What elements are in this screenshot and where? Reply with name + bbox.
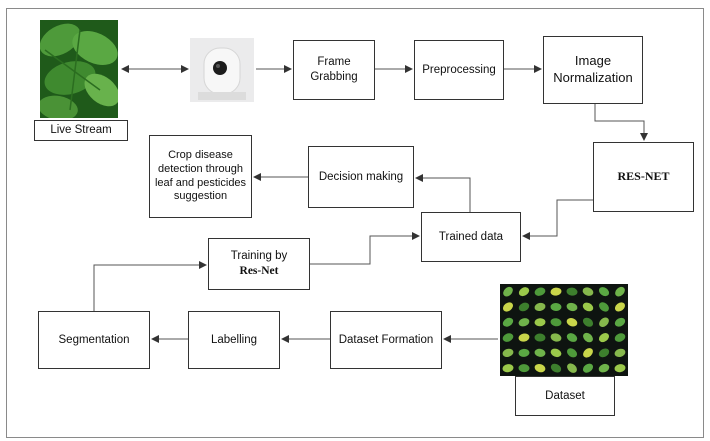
res-net-label: RES-NET bbox=[617, 169, 670, 184]
leaf-tile bbox=[566, 287, 578, 296]
leaf-tile bbox=[518, 302, 530, 312]
leaf-tile bbox=[503, 286, 513, 297]
leaf-tile bbox=[599, 317, 609, 328]
diagram-frame bbox=[6, 8, 704, 438]
leaf-tile bbox=[502, 333, 514, 342]
leaf-tile bbox=[518, 364, 530, 373]
leaf-tile bbox=[534, 287, 546, 296]
dataset-label: Dataset bbox=[545, 389, 585, 402]
labelling-label: Labelling bbox=[210, 333, 258, 346]
leaf-tile bbox=[582, 287, 594, 296]
leaf-tile bbox=[583, 332, 593, 343]
trained-data-box: Trained data bbox=[421, 212, 521, 262]
leaf-tile bbox=[550, 302, 562, 311]
leaf-tile bbox=[502, 364, 514, 373]
leaf-tile bbox=[582, 302, 594, 312]
leaf-tile bbox=[614, 364, 626, 373]
leaf-tile bbox=[582, 317, 594, 327]
labelling-box: Labelling bbox=[188, 311, 280, 369]
image-normalization-box: Image Normalization bbox=[543, 36, 643, 104]
preprocessing-label: Preprocessing bbox=[422, 63, 496, 76]
leaf-tile bbox=[598, 287, 610, 297]
segmentation-box: Segmentation bbox=[38, 311, 150, 369]
leaf-tile bbox=[566, 302, 578, 312]
leaf-tile bbox=[534, 364, 546, 373]
dataset-formation-label: Dataset Formation bbox=[338, 333, 434, 346]
live-stream-box: Live Stream bbox=[34, 120, 128, 141]
leaf-tile bbox=[614, 348, 626, 357]
image-normalization-label: Image Normalization bbox=[553, 53, 633, 85]
leaf-tile bbox=[566, 348, 578, 358]
segmentation-label: Segmentation bbox=[58, 333, 130, 346]
leaf-tile bbox=[534, 302, 546, 312]
decision-making-label: Decision making bbox=[318, 170, 404, 183]
leaf-tile bbox=[502, 348, 514, 357]
leaf-tile bbox=[614, 302, 626, 312]
leaf-tile bbox=[502, 317, 514, 327]
dataset-grid-image bbox=[500, 284, 628, 376]
leaf-tile bbox=[518, 287, 530, 297]
leaf-tile bbox=[503, 302, 513, 312]
leaf-image bbox=[40, 20, 118, 118]
leaf-tile bbox=[534, 318, 546, 327]
training-box: Training by Res-Net bbox=[208, 238, 310, 290]
leaf-tile bbox=[550, 318, 562, 327]
leaf-tile bbox=[550, 348, 562, 358]
leaf-tile bbox=[598, 332, 610, 343]
leaf-tile bbox=[550, 287, 562, 296]
camera-image bbox=[190, 38, 254, 102]
frame-grabbing-label: Frame Grabbing bbox=[310, 56, 358, 83]
leaf-tile bbox=[518, 333, 530, 342]
dataset-formation-box: Dataset Formation bbox=[330, 311, 442, 369]
leaf-tile bbox=[583, 348, 593, 358]
decision-making-box: Decision making bbox=[308, 146, 414, 208]
dataset-box: Dataset bbox=[515, 376, 615, 416]
crop-disease-box: Crop disease detection through leaf and … bbox=[149, 135, 252, 218]
training-res-net-label: Res-Net bbox=[239, 265, 279, 277]
leaf-tile bbox=[566, 318, 578, 327]
preprocessing-box: Preprocessing bbox=[414, 40, 504, 100]
leaf-tile bbox=[598, 363, 610, 373]
leaf-tile bbox=[550, 333, 562, 342]
leaf-tile bbox=[567, 363, 577, 373]
live-stream-label: Live Stream bbox=[50, 124, 112, 137]
leaf-tile bbox=[614, 317, 626, 327]
leaf-tile bbox=[550, 363, 562, 373]
leaf-tile bbox=[534, 333, 546, 342]
res-net-box: RES-NET bbox=[593, 142, 694, 212]
crop-disease-label: Crop disease detection through leaf and … bbox=[154, 149, 247, 203]
leaf-tile bbox=[598, 348, 610, 358]
leaf-tile bbox=[534, 348, 546, 357]
leaf-tile bbox=[582, 363, 594, 373]
leaf-tile bbox=[518, 348, 530, 357]
leaf-tile bbox=[615, 286, 625, 297]
leaf-tile bbox=[614, 333, 626, 342]
leaf-tile bbox=[599, 302, 609, 312]
trained-data-label: Trained data bbox=[438, 230, 504, 243]
leaf-tile bbox=[518, 318, 530, 327]
frame-grabbing-box: Frame Grabbing bbox=[293, 40, 375, 100]
leaf-tile bbox=[566, 333, 578, 342]
training-by-label: Training by bbox=[230, 250, 288, 263]
